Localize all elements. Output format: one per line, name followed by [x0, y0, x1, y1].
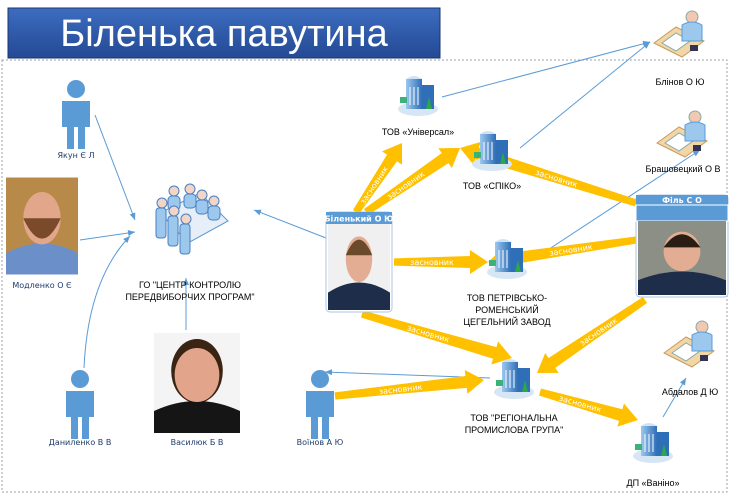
- diagram-title: Біленька павутина: [60, 13, 388, 55]
- founder-edge: засновник: [334, 369, 484, 400]
- node-label: ГО "ЦЕНТР КОНТРОЛЮ: [139, 280, 241, 290]
- node-label: ПЕРЕДВИБОРЧИХ ПРОГРАМ": [125, 292, 254, 302]
- founder-arrow: [353, 143, 402, 214]
- node-blinov[interactable]: Блінов О Ю: [653, 10, 705, 87]
- node-go[interactable]: ГО "ЦЕНТР КОНТРОЛЮ ПЕРЕДВИБОРЧИХ ПРОГРАМ": [125, 183, 255, 302]
- node-label: Даниленко В В: [49, 438, 112, 447]
- founder-label: засновник: [578, 316, 619, 348]
- founder-label: засновник: [558, 394, 603, 415]
- founder-edge: засновник: [537, 297, 648, 373]
- nodes-layer: Якун Є Л Модленко О Є ГО "ЦЕНТР КОНТРОЛЮ ПЕ…: [6, 10, 729, 488]
- node-label: ТОВ «Універсал»: [382, 127, 454, 137]
- link-line: [662, 377, 687, 418]
- node-universal[interactable]: ТОВ «Універсал»: [382, 75, 454, 137]
- node-danylenko[interactable]: Даниленко В В: [49, 370, 112, 447]
- link-line: [519, 41, 651, 149]
- node-label: ДП «Ваніно»: [626, 478, 679, 488]
- node-vasyliuk[interactable]: Василюк Б В: [154, 333, 240, 447]
- founder-label: засновник: [406, 323, 451, 344]
- node-regional[interactable]: ТОВ "РЕГІОНАЛЬНА ПРОМИСЛОВА ГРУПА": [465, 358, 564, 435]
- node-label: Блінов О Ю: [656, 77, 705, 87]
- founder-arrow: [363, 148, 460, 215]
- founder-arrow: [537, 297, 648, 373]
- node-brashovetsky[interactable]: Брашовецкий О В: [646, 110, 721, 174]
- link-line: [83, 235, 131, 369]
- person-icon: [306, 370, 334, 439]
- node-voinov[interactable]: Воїнов А Ю: [297, 370, 344, 447]
- card-name: Філь С О: [662, 195, 702, 205]
- node-abdalov[interactable]: Абдалов Д Ю: [662, 320, 718, 397]
- link-line: [79, 230, 136, 241]
- link-line: [253, 209, 327, 239]
- title-box: Біленька павутина: [7, 7, 441, 59]
- founder-arrow: [488, 236, 637, 272]
- person-icon: [62, 80, 90, 149]
- node-label: ЦЕГЕЛЬНИЙ ЗАВОД: [463, 316, 550, 327]
- node-bilenky[interactable]: Біленький О Ю: [324, 211, 394, 313]
- node-vanino[interactable]: ДП «Ваніно»: [626, 422, 680, 488]
- node-label: Воїнов А Ю: [297, 438, 344, 447]
- link-line: [441, 40, 651, 98]
- founder-arrow: [394, 250, 488, 274]
- building-icon: [493, 358, 535, 400]
- building-icon: [632, 422, 674, 464]
- founder-edge: засновник: [394, 250, 488, 274]
- node-label: Брашовецкий О В: [646, 164, 721, 174]
- node-label: ТОВ «СПІКО»: [463, 181, 521, 191]
- desk-icon: [656, 110, 708, 158]
- node-yakun[interactable]: Якун Є Л: [57, 80, 95, 160]
- node-label: Модленко О Є: [12, 281, 72, 290]
- node-label: Якун Є Л: [57, 151, 94, 160]
- founder-label: засновник: [410, 258, 454, 267]
- links-layer: [79, 40, 701, 418]
- node-label: ПРОМИСЛОВА ГРУПА": [465, 425, 564, 435]
- founder-arrow: [360, 310, 512, 365]
- founder-label: засновник: [378, 383, 423, 397]
- person-icon: [66, 370, 94, 439]
- founder-arrow: [539, 388, 638, 427]
- founder-arrow: [334, 369, 484, 400]
- node-modlenko[interactable]: Модленко О Є: [6, 177, 78, 291]
- card-name: Біленький О Ю: [324, 214, 393, 224]
- meeting-icon: [155, 183, 229, 255]
- node-label: ТОВ ПЕТРІВСЬКО-: [467, 293, 547, 303]
- founder-label: засновник: [385, 169, 426, 201]
- node-label: Абдалов Д Ю: [662, 387, 718, 397]
- desk-icon: [663, 320, 715, 368]
- link-line: [94, 114, 136, 221]
- node-fil[interactable]: Філь С О: [635, 194, 729, 298]
- node-label: ТОВ "РЕГІОНАЛЬНА: [470, 413, 557, 423]
- node-label: Василюк Б В: [171, 438, 224, 447]
- node-spiko[interactable]: ТОВ «СПІКО»: [463, 130, 521, 191]
- link-line: [539, 149, 701, 256]
- node-label: РОМЕНСЬКИЙ: [475, 304, 538, 315]
- founder-label: засновник: [534, 168, 579, 190]
- desk-icon: [653, 10, 705, 58]
- building-icon: [397, 75, 439, 117]
